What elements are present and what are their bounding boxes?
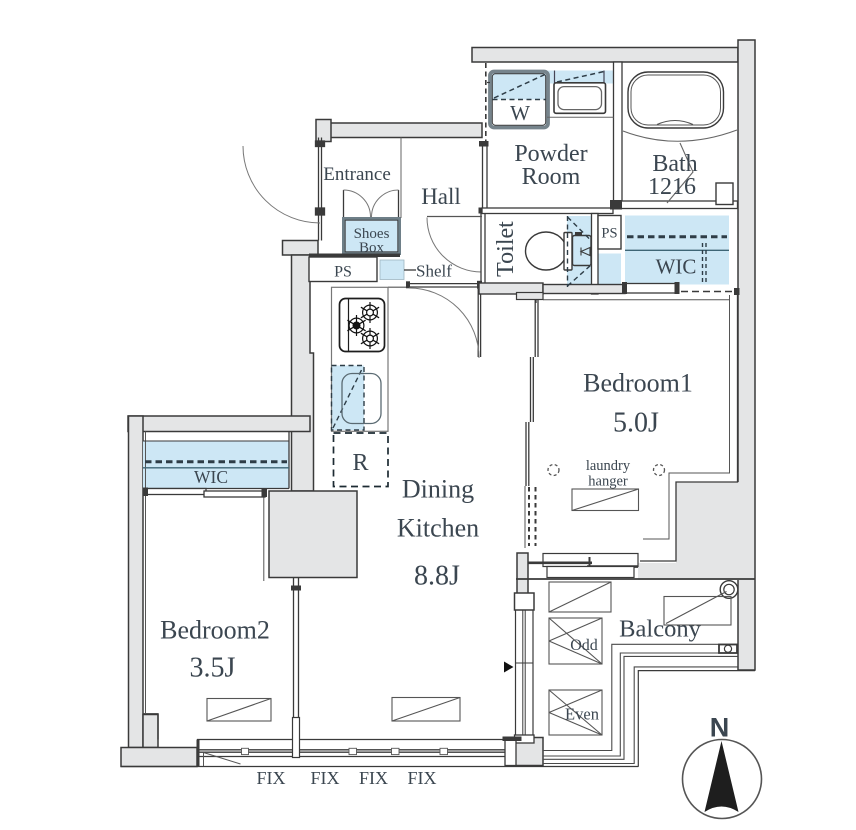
svg-text:5.0J: 5.0J	[613, 408, 659, 439]
svg-text:R: R	[352, 450, 368, 476]
svg-text:Toilet: Toilet	[493, 221, 519, 277]
svg-text:N: N	[710, 713, 730, 743]
svg-text:Shoes: Shoes	[354, 226, 390, 242]
svg-text:Hall: Hall	[421, 184, 461, 209]
svg-text:Kitchen: Kitchen	[397, 514, 479, 543]
svg-text:FIX: FIX	[407, 768, 436, 788]
svg-text:Powder: Powder	[514, 141, 587, 167]
svg-text:Bedroom2: Bedroom2	[160, 616, 270, 645]
svg-text:PS: PS	[334, 264, 352, 281]
svg-text:Entrance: Entrance	[323, 164, 391, 185]
svg-text:Box: Box	[359, 240, 385, 256]
svg-text:PS: PS	[601, 226, 617, 242]
svg-text:Bedroom1: Bedroom1	[583, 369, 693, 398]
svg-text:FIX: FIX	[359, 768, 388, 788]
svg-text:Shelf: Shelf	[416, 262, 452, 281]
svg-text:3.5J: 3.5J	[190, 653, 236, 684]
svg-text:8.8J: 8.8J	[414, 561, 460, 592]
svg-text:hanger: hanger	[588, 474, 628, 490]
svg-text:FIX: FIX	[256, 768, 285, 788]
svg-text:FIX: FIX	[310, 768, 339, 788]
svg-text:WIC: WIC	[194, 467, 228, 487]
svg-text:Odd: Odd	[570, 637, 598, 654]
svg-text:Bath: Bath	[652, 151, 697, 177]
svg-text:Dining: Dining	[402, 475, 474, 504]
svg-text:Room: Room	[522, 164, 581, 190]
svg-text:Balcony: Balcony	[619, 616, 701, 643]
svg-text:WIC: WIC	[656, 255, 697, 279]
svg-text:laundry: laundry	[586, 458, 631, 474]
svg-text:W: W	[510, 101, 530, 125]
svg-text:Even: Even	[565, 705, 599, 724]
svg-text:1216: 1216	[648, 174, 696, 200]
